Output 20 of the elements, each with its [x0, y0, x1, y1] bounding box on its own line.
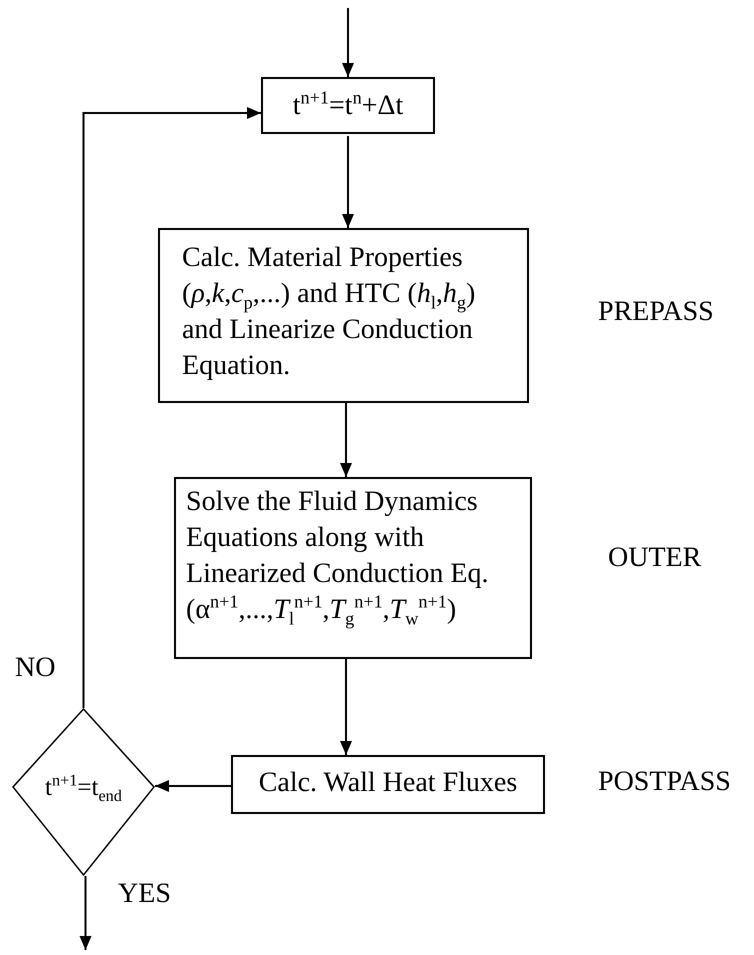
arrow: [342, 136, 354, 228]
step-text: Calc. Wall Heat Fluxes: [258, 766, 518, 800]
step-text: Calc. Material Properties (ρ,k,c$_{p}$,...) and HTC (h$_{l}$,h$_{g}$) and Linearize Conduction Equation.: [181, 241, 476, 383]
arrow: [340, 659, 352, 755]
arrow: [80, 876, 92, 950]
step-text: Solve the Fluid Dynamics Equations along with Linearized Conduction Eq. (α$^{n+1}$,...,T$_{l}$$^{n+1}$,T$_{g}$$^{n+1}$,T$_{w}$$^{n+1}$): [185, 485, 490, 628]
process-box: [174, 477, 532, 659]
decision-text: t$^{n+1}$=t$_{end}$: [45, 770, 122, 806]
process-box: [261, 77, 435, 134]
process-box: [158, 228, 529, 403]
arrow: [82, 107, 261, 708]
arrow: [155, 780, 231, 792]
arrow: [342, 8, 354, 77]
process-box: [231, 755, 545, 814]
phase-label: POSTPASS: [598, 766, 731, 798]
arrow: [340, 403, 352, 477]
phase-label: OUTER: [608, 542, 702, 574]
phase-label: PREPASS: [598, 296, 714, 328]
step-text: t$^{n+1}$=t$^{n}$+Δt: [292, 86, 404, 123]
decision-diamond: [12, 708, 155, 876]
